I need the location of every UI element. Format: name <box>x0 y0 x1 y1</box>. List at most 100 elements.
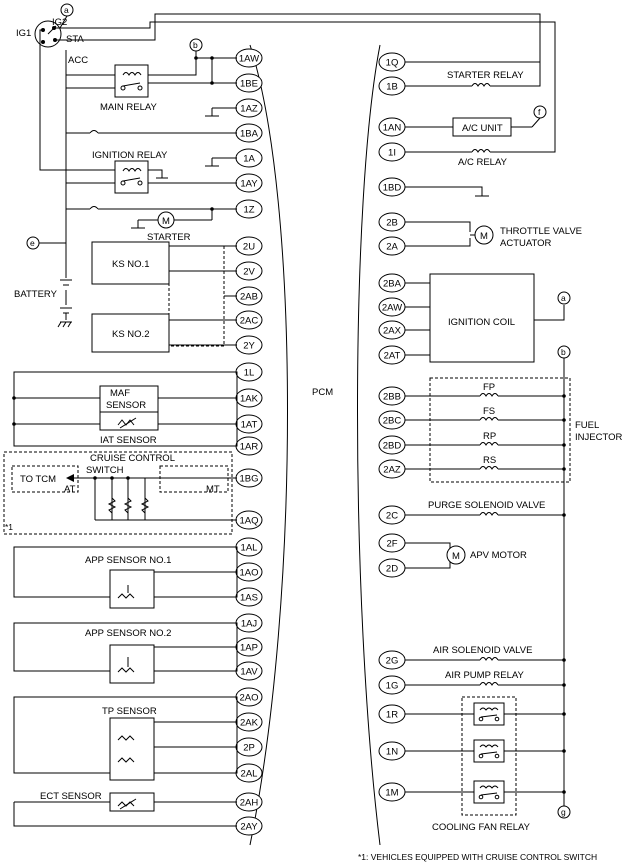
ac-unit-label: A/C UNIT <box>462 123 503 134</box>
ignition-switch: IG1 IG2 STA ACC <box>16 17 88 66</box>
pin-label: 2AO <box>239 693 258 704</box>
pin-label: 2V <box>243 267 255 278</box>
injector-rs: RS <box>405 455 566 471</box>
pcm-pin-1b: 1B <box>378 76 406 96</box>
purge-label: PURGE SOLENOID VALVE <box>428 500 545 511</box>
pin-label: 2U <box>243 242 255 253</box>
pin-label: 2BA <box>383 279 402 290</box>
pcm-pin-2ax: 2AX <box>378 320 406 340</box>
pin-label: 1AS <box>240 593 258 604</box>
to-tcm-label: TO TCM <box>20 474 56 485</box>
at-label: AT <box>64 484 76 495</box>
pcm-pin-1an: 1AN <box>378 117 406 137</box>
pcm-pin-1at: 1AT <box>235 414 263 434</box>
pcm-pin-2d: 2D <box>378 558 406 578</box>
pin-label: 2C <box>386 511 398 522</box>
connector-g: g <box>561 807 566 817</box>
starter-motor-m: M <box>162 216 170 227</box>
pin-label: 1A <box>243 154 255 165</box>
pin-label: 2AT <box>384 351 401 362</box>
battery: BATTERY <box>14 279 72 328</box>
pin-label: 2AB <box>240 292 258 303</box>
pin-label: 1AL <box>241 543 258 554</box>
injector-fs: FS <box>405 406 566 422</box>
pcm-pin-2g: 2G <box>378 650 406 670</box>
pcm-pin-2ac: 2AC <box>235 310 263 330</box>
pcm-pin-2f: 2F <box>378 533 406 553</box>
ac-relay-label: A/C RELAY <box>458 157 508 168</box>
pin-label: 2AC <box>240 316 259 327</box>
acc-label: ACC <box>68 55 88 66</box>
ig1-label: IG1 <box>16 28 31 39</box>
cruise-switch <box>93 476 237 521</box>
pin-label: 1R <box>386 710 398 721</box>
pin-label: 1AW <box>239 54 259 65</box>
pin-label: 1AO <box>239 568 258 579</box>
pcm-pin-2ak: 2AK <box>235 712 263 732</box>
ig2-label: IG2 <box>52 17 67 28</box>
pcm-right-boundary <box>357 44 381 846</box>
fan-relay-1 <box>405 702 566 726</box>
pin-label: 1Q <box>386 58 399 69</box>
ks1-label: KS NO.1 <box>112 259 150 270</box>
pin-label: 2F <box>386 539 397 550</box>
pcm-pin-1l: 1L <box>235 362 263 382</box>
apv-label: APV MOTOR <box>470 550 527 561</box>
mt-label: MT <box>206 484 220 495</box>
pin-label: 2G <box>386 656 399 667</box>
ignition-relay-label: IGNITION RELAY <box>92 150 168 161</box>
fan-relay-label: COOLING FAN RELAY <box>432 822 531 833</box>
pcm-pin-1ay: 1AY <box>235 173 263 193</box>
tp-label: TP SENSOR <box>102 706 157 717</box>
pin-label: 1AT <box>241 420 258 431</box>
pcm-pin-2at: 2AT <box>378 345 406 365</box>
pcm-pin-2v: 2V <box>235 261 263 281</box>
pin-label: 1M <box>385 788 398 799</box>
air-pump-label: AIR PUMP RELAY <box>445 670 525 681</box>
pin-label: 2AH <box>240 798 259 809</box>
pin-label: 2D <box>386 564 398 575</box>
pcm-pin-1i: 1I <box>378 142 406 162</box>
connector-f: f <box>538 107 541 117</box>
pcm-pin-1ak: 1AK <box>235 388 263 408</box>
pin-label: 2AL <box>241 769 258 780</box>
pin-label: 2AK <box>240 718 259 729</box>
pcm-pin-2bb: 2BB <box>378 386 406 406</box>
pin-label: 1L <box>244 368 255 379</box>
ks-sensor-1: KS NO.1 <box>91 241 170 285</box>
pcm-pin-2ab: 2AB <box>235 286 263 306</box>
pcm-left-boundary <box>249 44 288 846</box>
pin-label: 2AX <box>383 326 402 337</box>
starter-relay-label: STARTER RELAY <box>447 70 524 81</box>
pin-label: 1G <box>386 681 399 692</box>
pcm-pin-1ar: 1AR <box>235 436 263 456</box>
main-relay-label: MAIN RELAY <box>100 102 158 113</box>
pin-label: 1AJ <box>241 619 258 630</box>
pcm-pin-2y: 2Y <box>235 335 263 355</box>
injector-label: FP <box>483 382 495 393</box>
pin-label: 1AZ <box>240 104 258 115</box>
fuel-label-2: INJECTOR <box>575 432 622 443</box>
maf-sensor: MAF SENSOR IAT SENSOR <box>99 385 159 446</box>
pcm-pin-1m: 1M <box>378 782 406 802</box>
throttle-label: THROTTLE VALVE <box>500 226 582 237</box>
starter-label: STARTER <box>147 232 191 243</box>
pcm-pin-2ay: 2AY <box>235 816 263 836</box>
pin-label: 1BE <box>240 79 258 90</box>
pcm-pin-2az: 2AZ <box>378 459 406 479</box>
connector-b-right: b <box>561 347 566 357</box>
left-pin-group: 1AW1BE1AZ1BA1A1AY1Z2U2V2AB2AC2Y1L1AK1AT1… <box>235 48 263 836</box>
injector-fp: FP <box>405 382 566 398</box>
pcm-pin-1q: 1Q <box>378 52 406 72</box>
pcm-pin-2aw: 2AW <box>378 297 406 317</box>
pcm-pin-1bg: 1BG <box>235 468 263 488</box>
pcm-pin-1z: 1Z <box>235 199 263 219</box>
pcm-pin-1as: 1AS <box>235 587 263 607</box>
maf-label-2: SENSOR <box>106 400 146 411</box>
cooling-fan-relays <box>405 702 566 804</box>
ks2-label: KS NO.2 <box>112 329 150 340</box>
injector-rp: RP <box>405 431 566 447</box>
battery-label: BATTERY <box>14 289 58 300</box>
pin-label: 1I <box>388 148 396 159</box>
